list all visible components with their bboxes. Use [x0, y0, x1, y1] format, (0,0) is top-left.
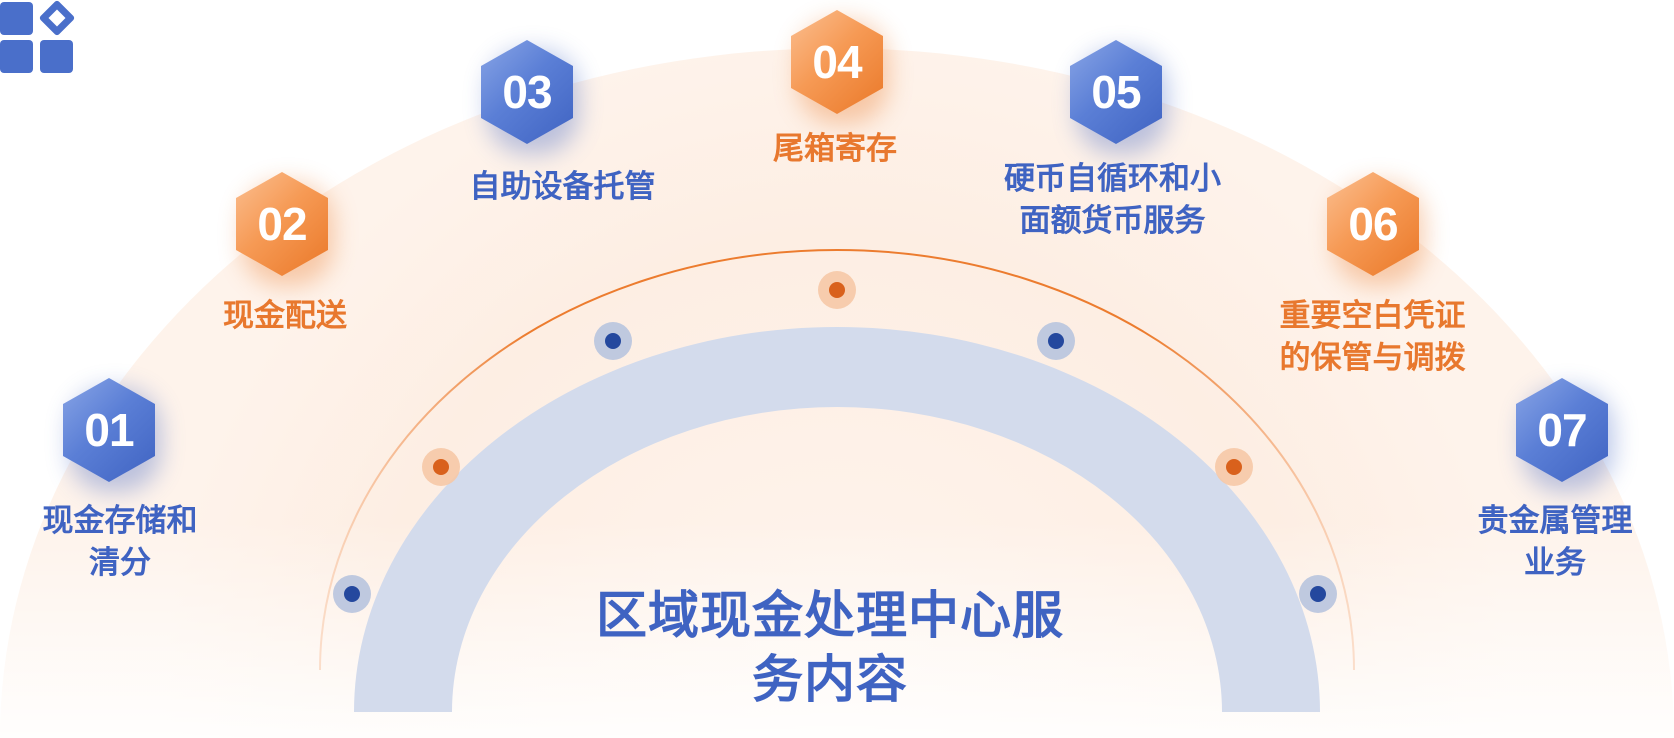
item-label-07: 贵金属管理 业务 [1477, 503, 1633, 581]
item-label-02: 现金配送 [223, 298, 347, 334]
arc-dot-2 [422, 448, 460, 486]
item-label-06: 重要空白凭证 的保管与调拨 [1279, 298, 1466, 376]
arc-dot-4 [818, 271, 856, 309]
hexagon-number-01: 01 [63, 378, 155, 482]
inner-blue-band [354, 327, 1320, 712]
hexagon-number-06: 06 [1327, 172, 1419, 276]
hexagon-number-07: 07 [1516, 378, 1608, 482]
arc-dot-1 [333, 575, 371, 613]
item-label-01: 现金存储和 清分 [42, 503, 198, 581]
item-label-04: 尾箱寄存 [773, 131, 897, 167]
center-title-line-1: 区域现金处理中心服 [595, 587, 1064, 646]
connector-arc [319, 249, 1355, 671]
arc-dot-7 [1299, 575, 1337, 613]
item-label-05: 硬币自循环和小 面额货币服务 [1004, 161, 1221, 239]
grid-apps-icon [0, 0, 75, 73]
hexagon-number-05: 05 [1070, 40, 1162, 144]
arc-dot-6 [1215, 448, 1253, 486]
item-label-03: 自助设备托管 [469, 169, 656, 205]
center-title: 区域现金处理中心服 务内容 [560, 585, 1100, 713]
arc-dot-3 [594, 322, 632, 360]
hexagon-number-02: 02 [236, 172, 328, 276]
arc-dots [333, 271, 1337, 613]
arc-dot-5 [1037, 322, 1075, 360]
bottom-fade [0, 520, 1674, 738]
center-title-line-2: 务内容 [751, 651, 908, 710]
